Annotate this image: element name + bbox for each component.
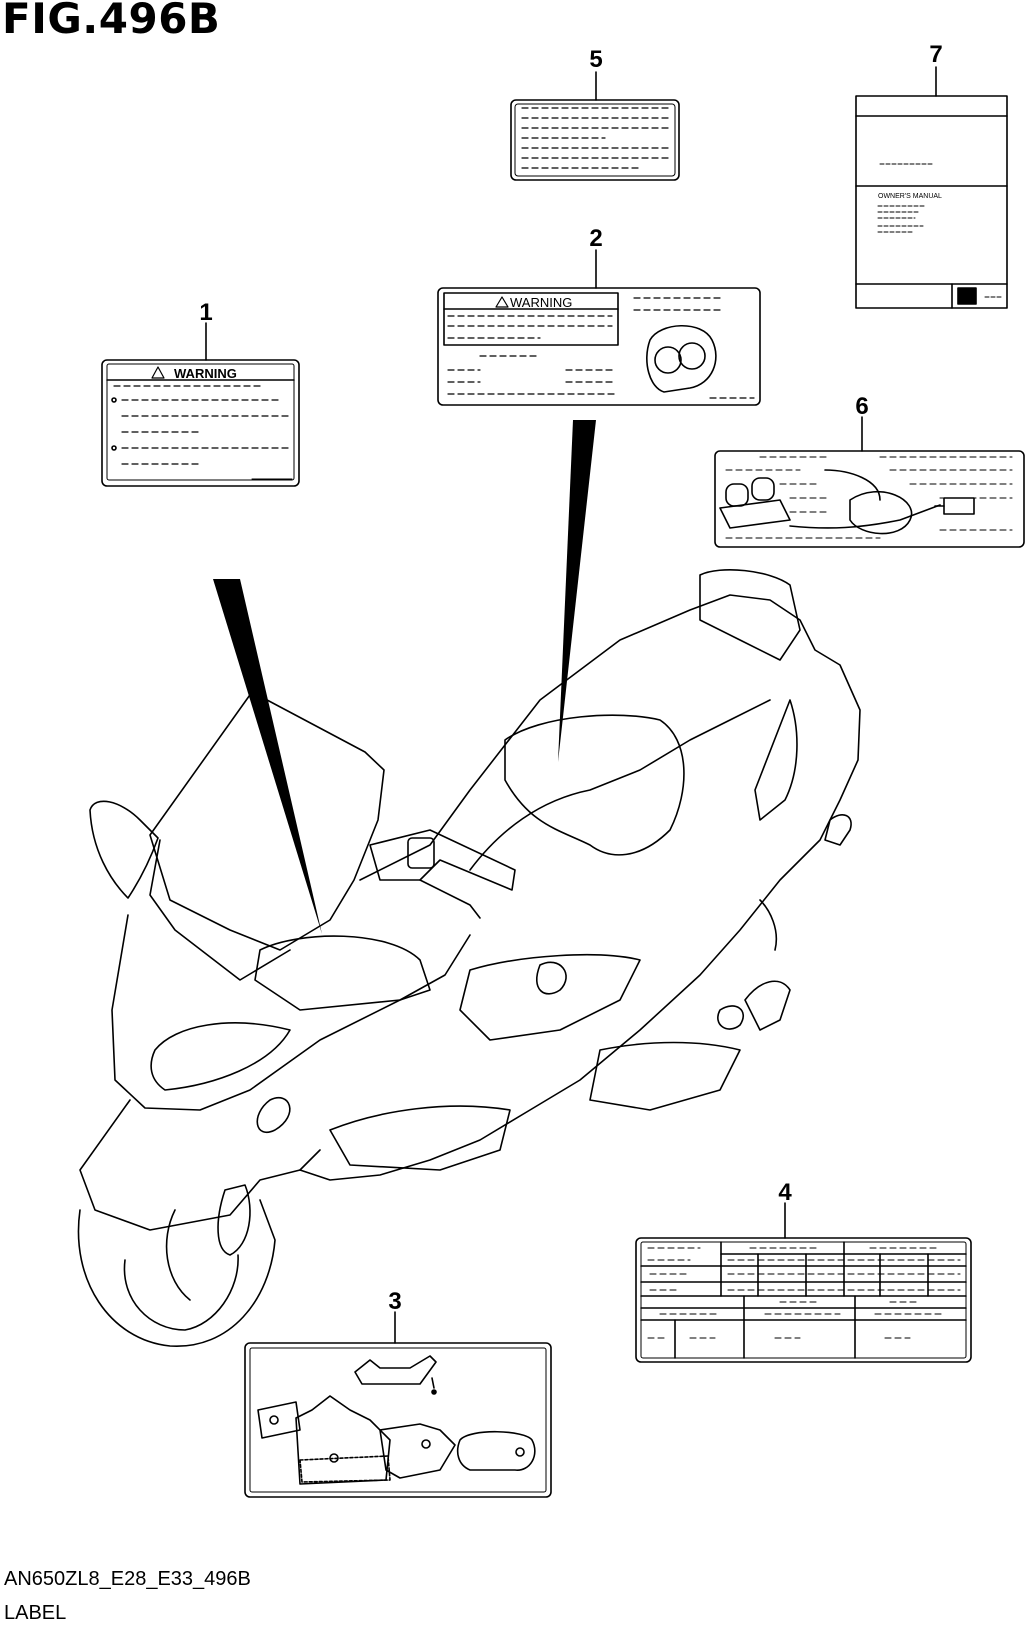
figure-title: FIG.496B xyxy=(2,0,221,43)
label-2-warning xyxy=(437,287,761,406)
label-1-warning-text: WARNING xyxy=(174,366,237,381)
callout-number-1: 1 xyxy=(199,299,212,326)
callout-number-4: 4 xyxy=(778,1179,792,1206)
callout-number-7: 7 xyxy=(929,41,942,68)
figure-code: AN650ZL8_E28_E33_496B xyxy=(4,1568,251,1590)
callout-number-2: 2 xyxy=(589,225,602,252)
label-7-owners-manual xyxy=(855,95,1008,309)
label-5 xyxy=(510,99,680,181)
callout-number-5: 5 xyxy=(589,46,602,73)
label-7-manual-text: OWNER'S MANUAL xyxy=(878,193,942,200)
scooter-illustration xyxy=(77,569,861,1347)
pointer-wedge-2 xyxy=(558,420,596,762)
label-4-table xyxy=(635,1237,972,1363)
callout-number-3: 3 xyxy=(388,1288,401,1315)
pointer-wedge-1 xyxy=(213,579,322,934)
figure-caption: LABEL xyxy=(4,1602,67,1624)
label-6-hose-routing xyxy=(714,450,1025,548)
label-3-oil-level xyxy=(244,1342,552,1498)
label-2-warning-text: WARNING xyxy=(510,295,572,310)
label-1-warning xyxy=(101,359,300,487)
callout-number-6: 6 xyxy=(855,393,868,420)
